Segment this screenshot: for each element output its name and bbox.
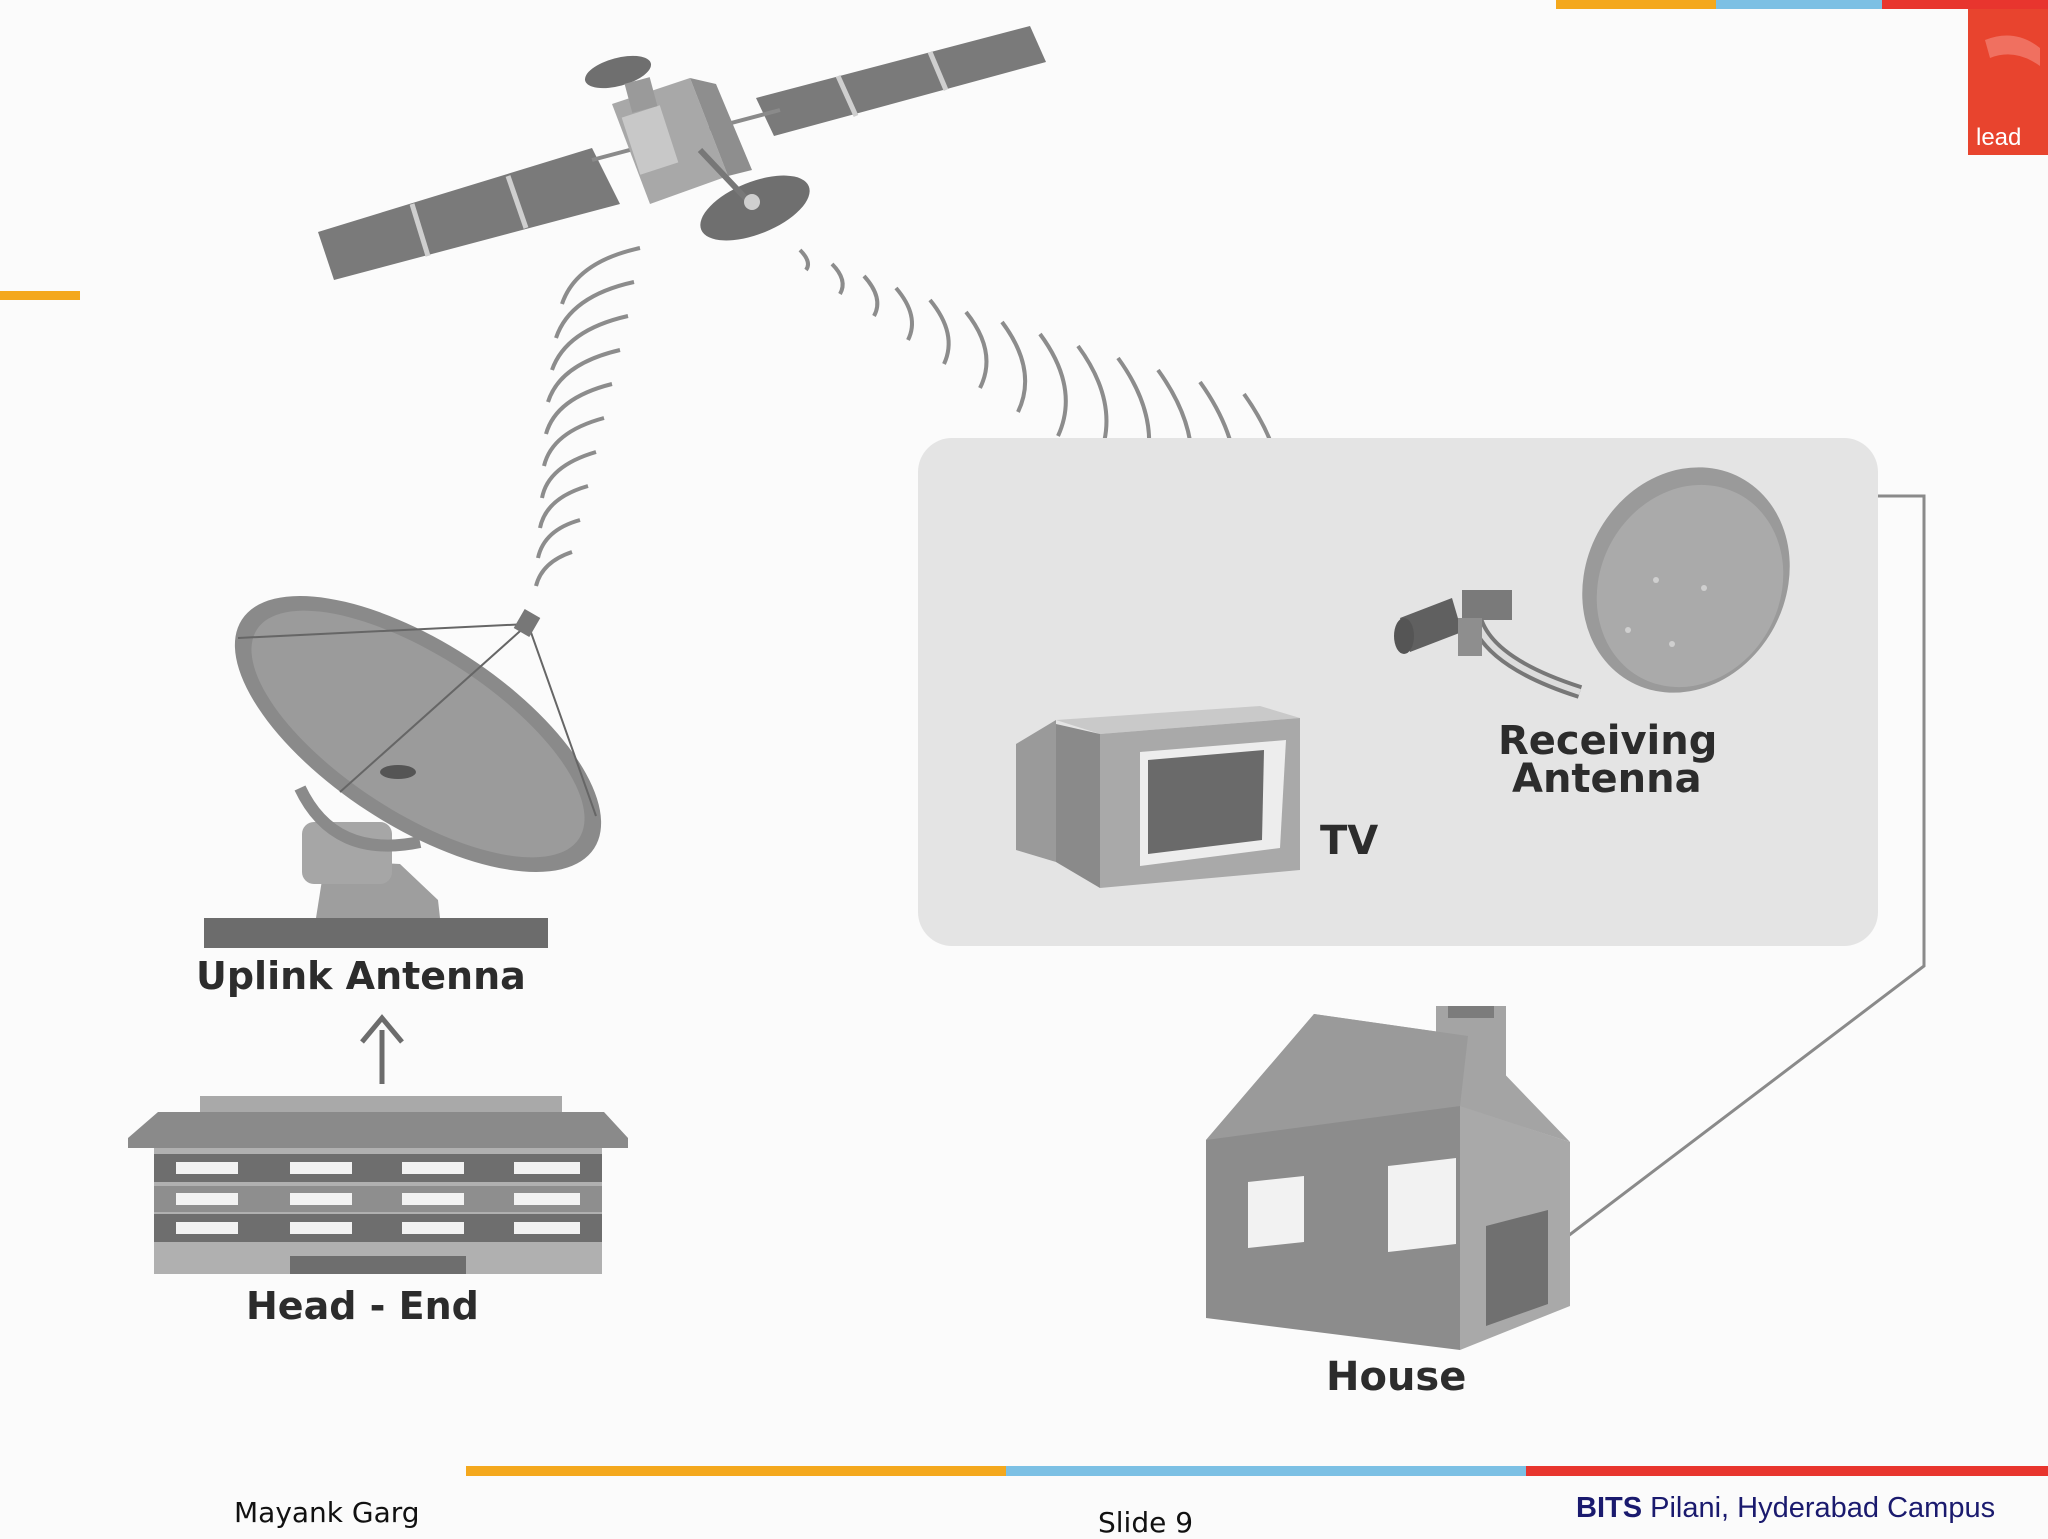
brand-logo-text: lead [1976, 124, 2022, 151]
head-end-label: Head - End [246, 1284, 479, 1328]
head-end-building-icon [128, 1096, 628, 1274]
footer-campus-rest: Pilani, Hyderabad Campus [1642, 1492, 1996, 1524]
footer-author: Mayank Garg [234, 1496, 420, 1529]
tv-label: TV [1320, 818, 1379, 864]
receiving-antenna-label-line1: Receiving [1498, 718, 1718, 764]
house-label: House [1326, 1354, 1467, 1400]
uplink-antenna-label: Uplink Antenna [196, 954, 526, 998]
uplink-signal-waves [534, 246, 641, 587]
connector-line [1567, 494, 1926, 1238]
footer-campus: BITS Pilani, Hyderabad Campus [1576, 1492, 1995, 1525]
uplink-antenna-icon [204, 596, 602, 948]
brand-logo [1968, 9, 2048, 155]
upward-arrow-icon [360, 1014, 404, 1084]
tv-icon [1016, 706, 1300, 888]
receiving-antenna-icon [1394, 467, 1790, 699]
house-icon [1206, 1006, 1570, 1350]
footer-campus-bold: BITS [1576, 1492, 1643, 1524]
top-accent-bar [1556, 0, 2048, 9]
bottom-accent-bar [466, 1466, 2048, 1476]
receiving-antenna-label-line2: Antenna [1512, 756, 1702, 802]
left-accent-mark [0, 291, 80, 300]
satellite-icon [318, 26, 1046, 280]
footer-slide-number: Slide 9 [1098, 1506, 1194, 1539]
